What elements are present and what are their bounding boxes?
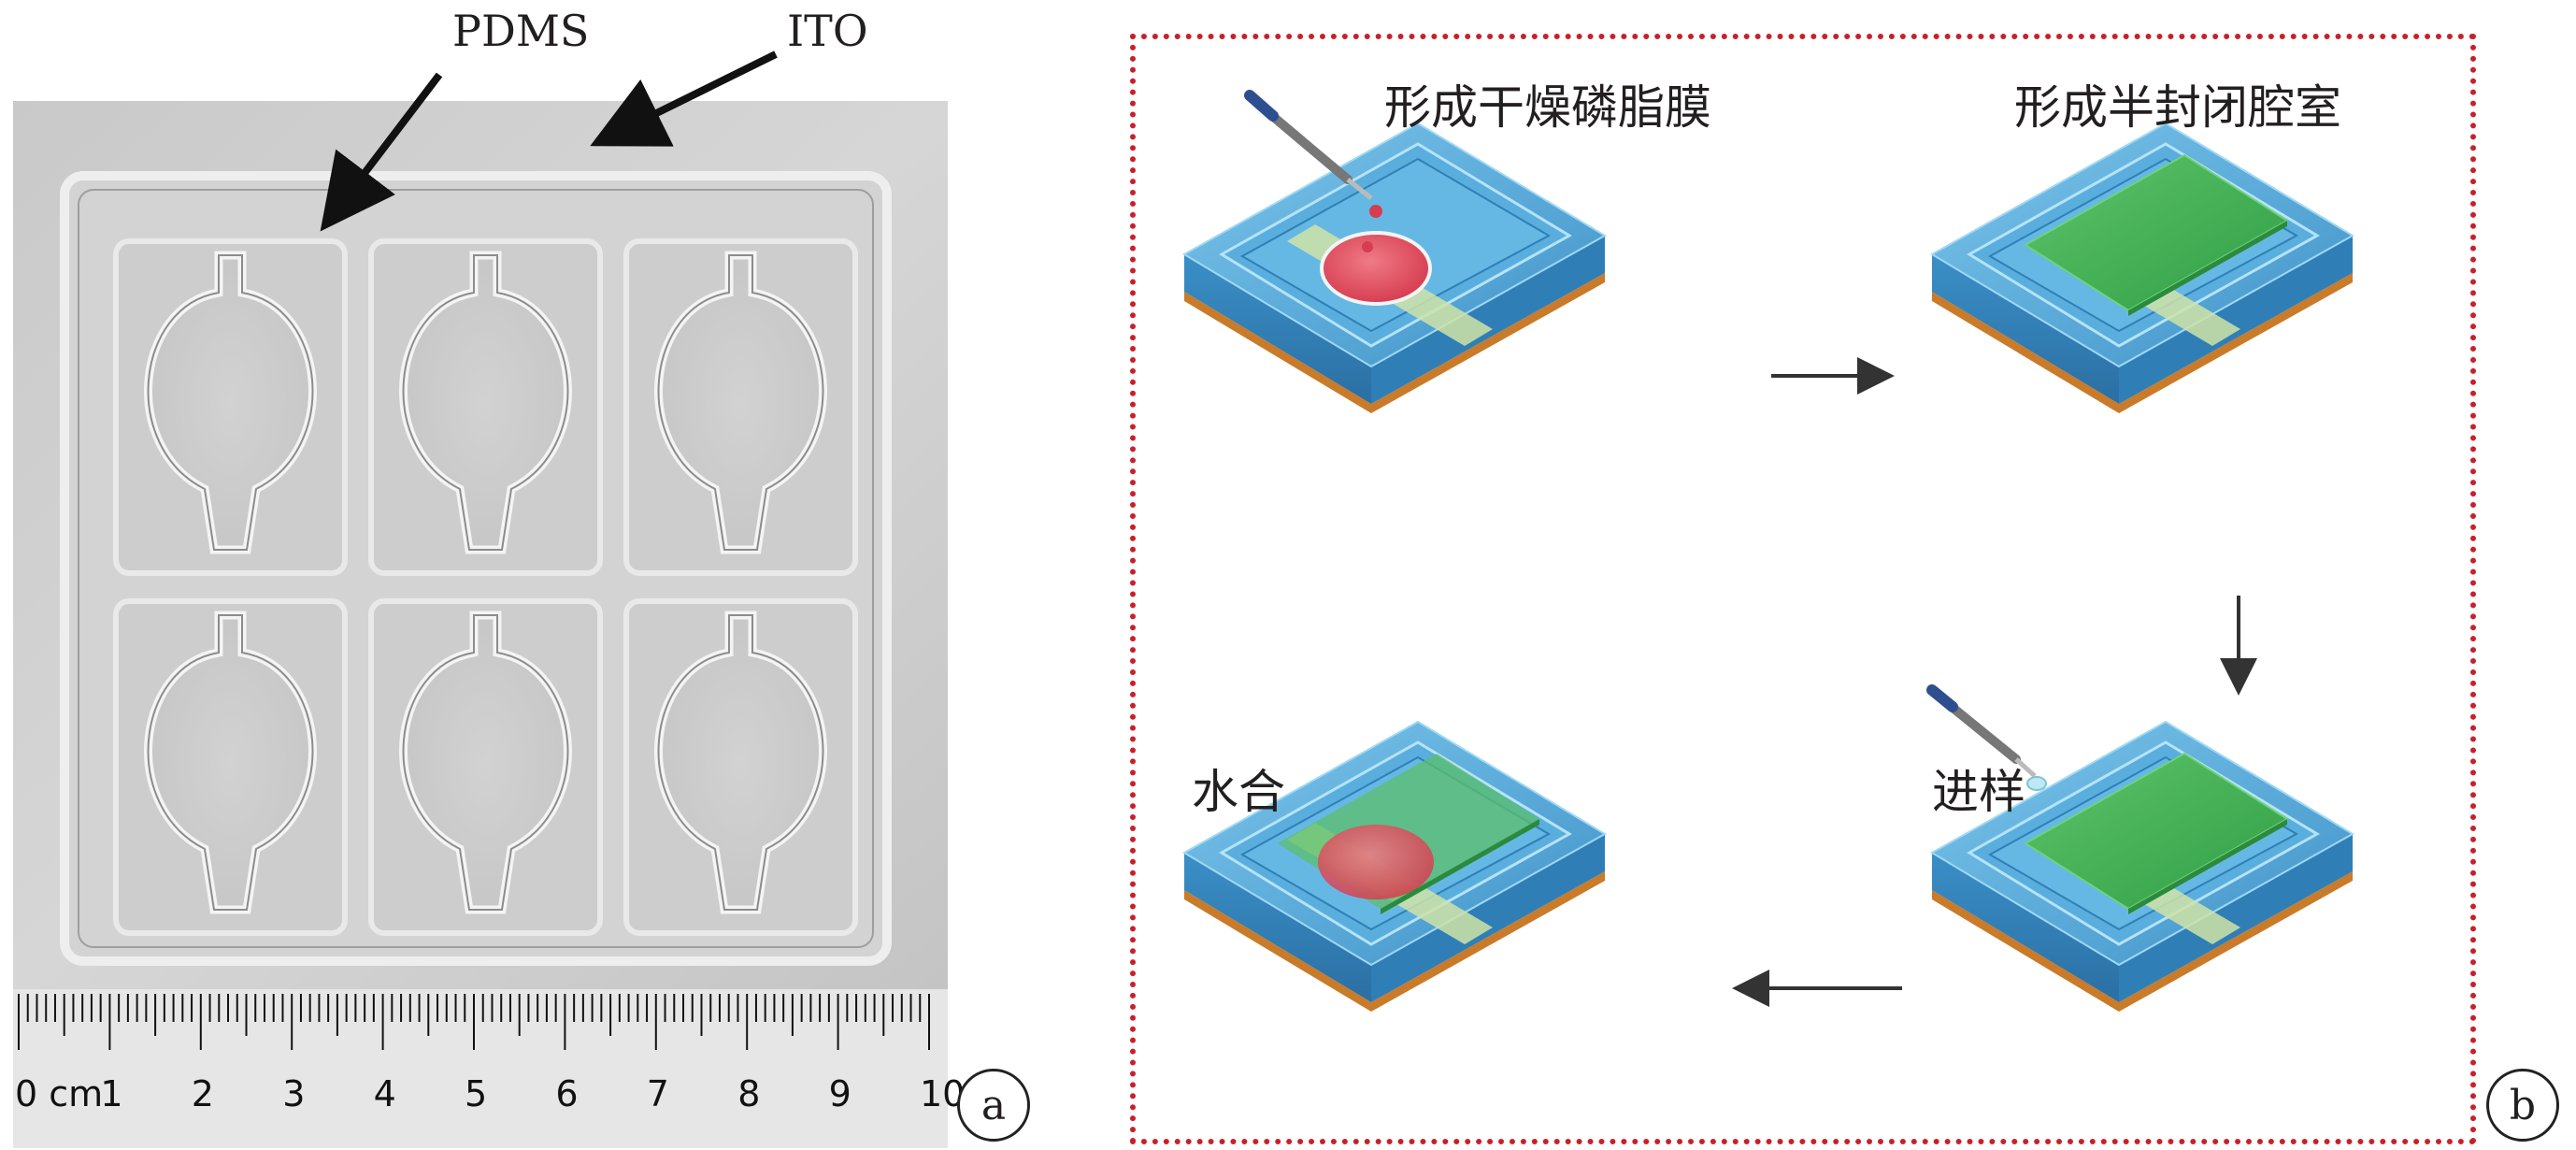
chip-step1 <box>1182 90 1607 415</box>
ruler-label: 3 <box>282 1073 305 1114</box>
panel-b-tag: b <box>2486 1069 2559 1142</box>
annotation-arrows <box>320 50 778 232</box>
step2-label: 形成半封闭腔室 <box>2014 80 2341 135</box>
vesicle-region <box>1318 825 1434 899</box>
ito-label: ITO <box>787 6 868 56</box>
pipette-icon <box>1926 684 2047 791</box>
ruler-label: 5 <box>465 1073 487 1114</box>
ruler-label: 0 cm <box>15 1073 103 1114</box>
step4-label: 水合 <box>1192 765 1285 819</box>
ruler-label: 2 <box>192 1073 214 1114</box>
pdms-label: PDMS <box>452 6 590 56</box>
ruler-label: 1 <box>100 1073 122 1114</box>
ito-arrow <box>590 50 778 147</box>
step3-label: 进样 <box>1932 765 2025 819</box>
ruler-label: 6 <box>555 1073 578 1114</box>
pipette-icon <box>1244 90 1382 252</box>
lipid-film <box>1320 231 1432 306</box>
pdms-arrow <box>320 72 443 232</box>
chip-step3 <box>1926 684 2354 1013</box>
ruler-label: 8 <box>737 1073 760 1114</box>
panel-a-tag: a <box>957 1069 1030 1142</box>
ruler-label: 7 <box>647 1073 669 1114</box>
ruler-label: 9 <box>829 1073 852 1114</box>
step1-label: 形成干燥磷脂膜 <box>1384 80 1711 135</box>
chip-step2 <box>1930 122 2354 415</box>
ruler-label: 4 <box>374 1073 396 1114</box>
process-illustration <box>1182 90 2354 1013</box>
pdms-chambers <box>113 238 858 936</box>
chip-step4 <box>1182 720 1607 1013</box>
process-panel: 形成干燥磷脂膜 形成半封闭腔室 进样 水合 <box>1130 34 2476 1144</box>
